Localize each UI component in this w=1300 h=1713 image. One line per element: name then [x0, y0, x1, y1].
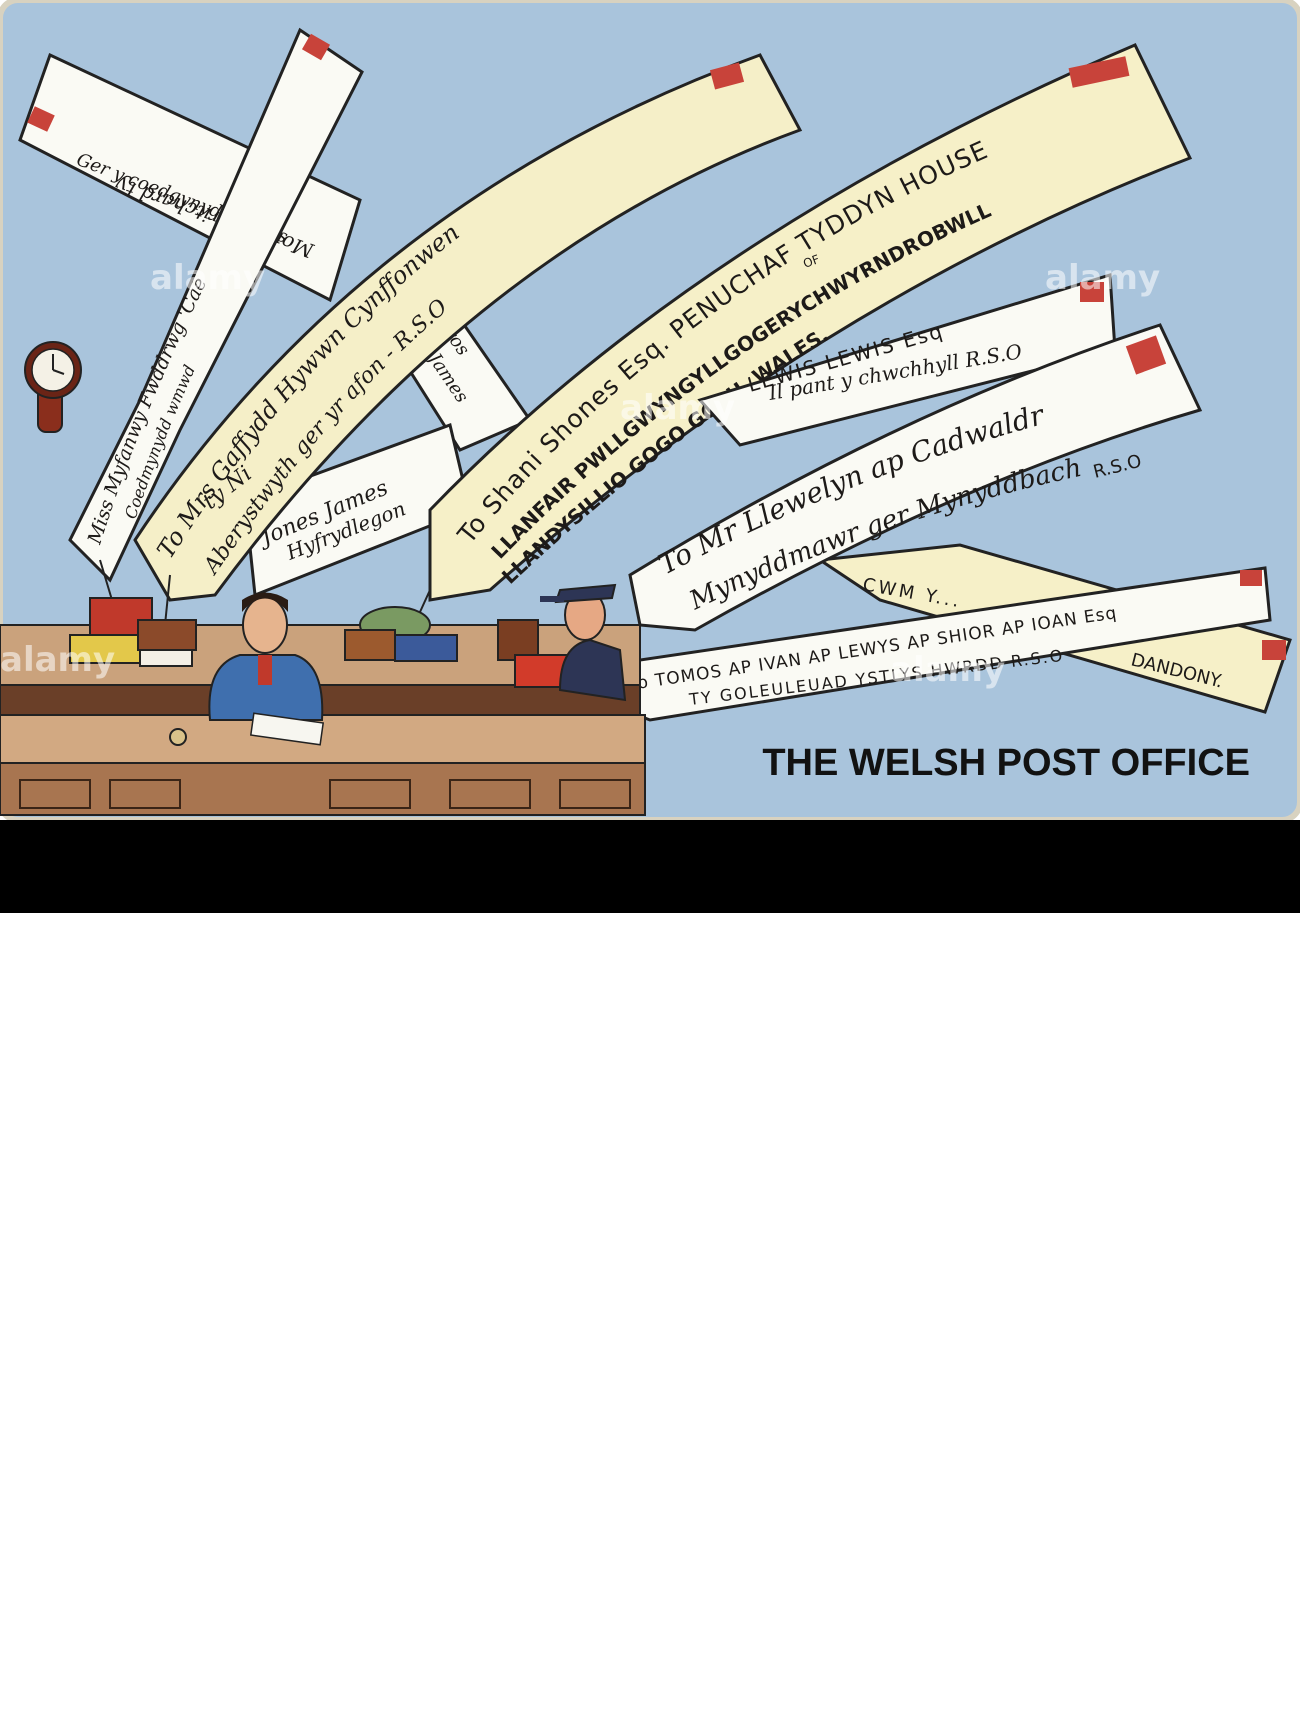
postman — [540, 583, 627, 702]
postcard: Morgan Pritchard ty Ger y coedgynydd Wal… — [0, 0, 1300, 820]
watermark: alamy — [890, 650, 1006, 690]
watermark: alamy — [620, 388, 736, 428]
postal-clerk — [208, 592, 325, 746]
footer-image-id: DM9X6N — [1171, 1666, 1250, 1687]
footer-brand-logo: alamy — [50, 1666, 161, 1706]
footer-url: www.alamy.com — [1104, 1692, 1250, 1713]
tag-shani-of: OF — [801, 252, 821, 271]
stock-footer: alamy DM9X6N www.alamy.com — [0, 820, 1300, 1713]
watermark: alamy — [0, 640, 116, 680]
postcard-caption: THE WELSH POST OFFICE — [762, 742, 1250, 784]
watermark: alamy — [150, 258, 266, 298]
wall-clock — [24, 341, 82, 433]
watermark: alamy — [1045, 258, 1161, 298]
tag-jones-james: Jones James Hyfrydlegon — [243, 423, 472, 598]
